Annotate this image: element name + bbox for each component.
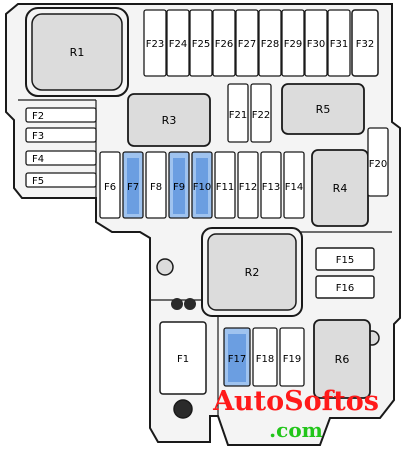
fuse-f2[interactable] [25,107,97,123]
relay-r6-label: R6 [335,353,350,366]
fuse-f8[interactable] [145,151,167,219]
fuse-f25-label: F25 [192,39,210,50]
relay-r3[interactable] [127,93,211,147]
fuse-f6[interactable] [99,151,121,219]
fuse-f12[interactable] [237,151,259,219]
fuse-f17-label: F17 [228,354,246,365]
fuse-f10-highlight [196,158,208,214]
fuse-f23[interactable] [143,9,167,77]
fuse-f19[interactable] [279,327,305,387]
fuse-f15-label: F15 [336,255,354,266]
fuse-f9-label: F9 [173,182,185,193]
fuse-f10-label: F10 [193,182,211,193]
fuse-f3[interactable] [25,127,97,143]
fuse-f14-label: F14 [285,182,303,193]
fuse-f6-label: F6 [104,182,116,193]
fuse-f30[interactable] [304,9,328,77]
fuse-f17-highlight [228,334,246,382]
fuse-f24-label: F24 [169,39,187,50]
relay-r1[interactable] [31,13,123,91]
relay-r2-label: R2 [245,266,260,279]
fuse-f31[interactable] [327,9,351,77]
relay-r3-label: R3 [162,114,177,127]
fuse-f20-label: F20 [369,159,387,170]
fuse-f24[interactable] [166,9,190,77]
fuse-f16-label: F16 [336,283,354,294]
fuse-f28-label: F28 [261,39,279,50]
fuse-f13[interactable] [260,151,282,219]
fuse-f22-label: F22 [252,110,270,121]
fuse-f13-label: F13 [262,182,280,193]
fuse-f32[interactable] [351,9,379,77]
fuse-f23-label: F23 [146,39,164,50]
fuse-f29-label: F29 [284,39,302,50]
fuse-f20[interactable] [367,127,389,197]
watermark-brand: AutoSoftos [212,386,379,417]
fuse-f28[interactable] [258,9,282,77]
fuse-f8-label: F8 [150,182,162,193]
fuse-f32-label: F32 [356,39,374,50]
relay-r2[interactable] [207,233,297,311]
fuse-f4[interactable] [25,150,97,166]
fuse-f4-label: F4 [32,154,44,165]
fuse-f25[interactable] [189,9,213,77]
fuse-f31-label: F31 [330,39,348,50]
fuse-f1-label: F1 [177,354,189,365]
relay-r5[interactable] [281,83,365,135]
fuse-f27-label: F27 [238,39,256,50]
fuse-f29[interactable] [281,9,305,77]
fuse-f11[interactable] [214,151,236,219]
fuse-f15[interactable] [315,247,375,271]
fuse-f19-label: F19 [283,354,301,365]
terminal-bolt-icon [184,298,196,310]
mounting-hole-icon [156,258,174,276]
fuse-f18[interactable] [252,327,278,387]
fuse-f7-highlight [127,158,139,214]
watermark-domain: .com [269,418,323,442]
fuse-f7-label: F7 [127,182,139,193]
fuse-f22[interactable] [250,83,272,143]
fuse-f30-label: F30 [307,39,325,50]
fuse-f21-label: F21 [229,110,247,121]
fuse-f9-highlight [173,158,185,214]
relay-r4-label: R4 [333,182,348,195]
relay-r6[interactable] [313,319,371,399]
fuse-f12-label: F12 [239,182,257,193]
fuse-f1[interactable] [159,321,207,395]
relay-r1-label: R1 [70,46,85,59]
fuse-f14[interactable] [283,151,305,219]
fuse-f3-label: F3 [32,131,44,142]
fuse-f21[interactable] [227,83,249,143]
fuse-f5[interactable] [25,172,97,188]
fuse-f5-label: F5 [32,176,44,187]
terminal-bolt-icon [171,298,183,310]
fuse-f11-label: F11 [216,182,234,193]
fuse-f26[interactable] [212,9,236,77]
ground-bolt-icon [173,399,193,419]
fuse-f2-label: F2 [32,111,44,122]
fuse-f26-label: F26 [215,39,233,50]
fuse-f16[interactable] [315,275,375,299]
fuse-f18-label: F18 [256,354,274,365]
relay-r5-label: R5 [316,103,331,116]
fuse-f27[interactable] [235,9,259,77]
